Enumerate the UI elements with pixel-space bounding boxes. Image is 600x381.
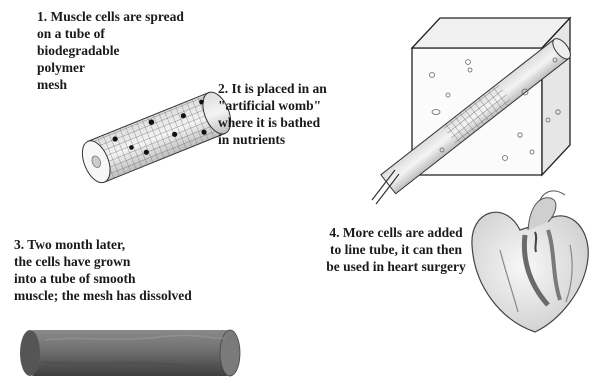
step-2-caption: 2. It is placed in an "artificial womb" …	[218, 80, 378, 148]
step-3-caption: 3. Two month later, the cells have grown…	[14, 236, 274, 304]
mesh-tube-illustration	[77, 88, 236, 186]
muscle-tube-illustration	[20, 330, 240, 376]
artificial-womb-illustration	[372, 18, 574, 204]
step-1-caption: 1. Muscle cells are spread on a tube of …	[37, 8, 237, 93]
step-4-caption: 4. More cells are added to line tube, it…	[296, 224, 496, 275]
